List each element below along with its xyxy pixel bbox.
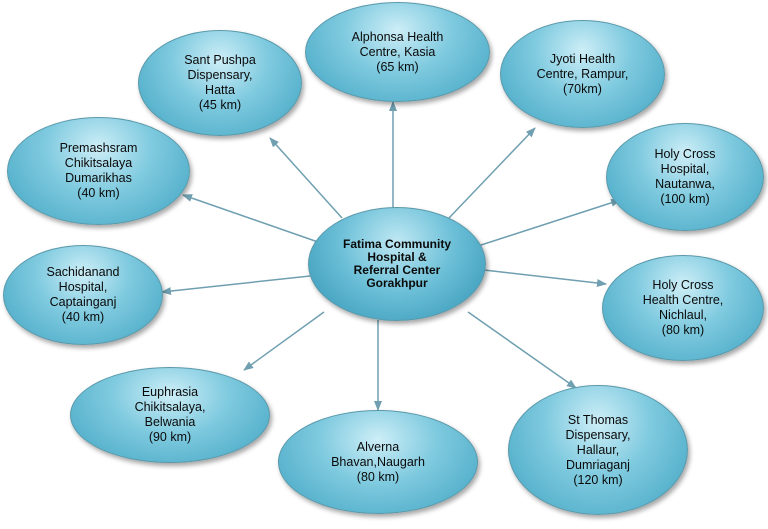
node-euphrasia: Euphrasia Chikitsalaya, Belwania (90 km) xyxy=(70,367,270,463)
arrow-to-st-thomas xyxy=(467,311,577,389)
arrow-to-premashsram xyxy=(182,194,319,243)
node-label: Premashsram Chikitsalaya Dumarikhas (40 … xyxy=(59,141,138,200)
hub-label: Fatima Community Hospital & Referral Cen… xyxy=(342,237,451,290)
node-label: Holy Cross Hospital, Nautanwa, (100 km) xyxy=(654,147,716,206)
node-st-thomas: St Thomas Dispensary, Hallaur, Dumriagan… xyxy=(508,385,688,515)
node-holy-cross-health: Holy Cross Health Centre, Nichlaul, (80 … xyxy=(602,255,764,361)
node-alverna: Alverna Bhavan,Naugarh (80 km) xyxy=(278,410,478,514)
node-sant-pushpa: Sant Pushpa Dispensary, Hatta (45 km) xyxy=(138,30,302,136)
node-alphonsa: Alphonsa Health Centre, Kasia (65 km) xyxy=(305,2,490,102)
node-label: Euphrasia Chikitsalaya, Belwania (90 km) xyxy=(134,385,206,444)
arrow-to-euphrasia xyxy=(243,311,325,371)
node-sachidanand: Sachidanand Hospital, Captainganj (40 km… xyxy=(3,245,163,345)
arrow-to-jyoti xyxy=(448,127,536,219)
arrow-to-holy-cross-hospital xyxy=(477,198,621,247)
hub-node-fatima: Fatima Community Hospital & Referral Cen… xyxy=(308,207,486,321)
node-label: Alphonsa Health Centre, Kasia (65 km) xyxy=(351,29,444,74)
node-label: Jyoti Health Centre, Rampur, (70km) xyxy=(536,51,629,96)
node-label: Alverna Bhavan,Naugarh (80 km) xyxy=(331,439,425,484)
node-label: Holy Cross Health Centre, Nichlaul, (80 … xyxy=(642,278,724,337)
arrow-to-holy-cross-health xyxy=(483,269,607,287)
node-label: Sachidanand Hospital, Captainganj (40 km… xyxy=(46,265,120,324)
node-jyoti: Jyoti Health Centre, Rampur, (70km) xyxy=(500,20,665,128)
arrow-to-sant-pushpa xyxy=(269,137,343,219)
arrow-to-sachidanand xyxy=(161,275,311,296)
node-premashsram: Premashsram Chikitsalaya Dumarikhas (40 … xyxy=(7,117,190,225)
node-label: St Thomas Dispensary, Hallaur, Dumriagan… xyxy=(565,412,631,487)
node-label: Sant Pushpa Dispensary, Hatta (45 km) xyxy=(184,53,256,112)
node-holy-cross-hospital: Holy Cross Hospital, Nautanwa, (100 km) xyxy=(606,123,764,231)
